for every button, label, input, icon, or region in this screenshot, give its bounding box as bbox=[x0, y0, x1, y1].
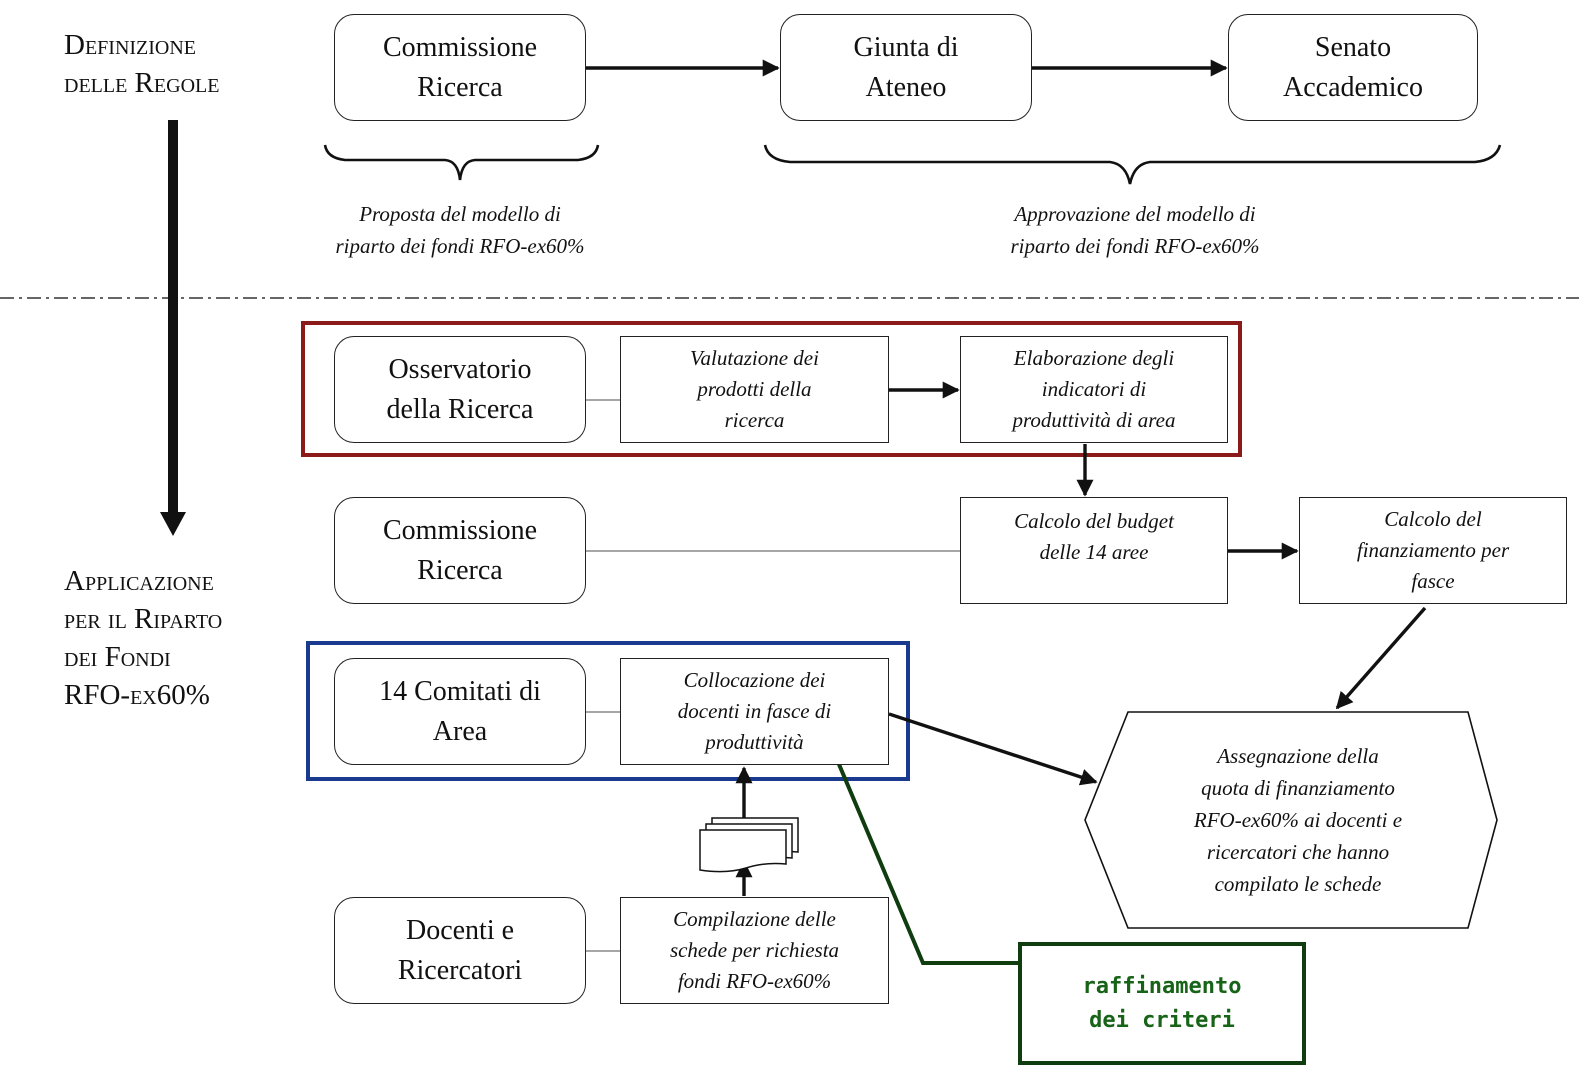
approval-brace bbox=[763, 144, 1502, 185]
callout-raffinamento: raffinamento dei criteri bbox=[1018, 942, 1306, 1065]
commissione-ricerca-box: Commissione Ricerca bbox=[334, 14, 586, 121]
giunta-ateneo-box: Giunta di Ateneo bbox=[780, 14, 1032, 121]
osservatorio-frame bbox=[301, 321, 1242, 457]
documents-icon bbox=[699, 817, 799, 873]
callout-leader bbox=[836, 761, 1018, 965]
assegnazione-text: Assegnazione della quota di finanziament… bbox=[1193, 744, 1403, 896]
valutazione-box: Valutazione dei prodotti della ricerca bbox=[620, 336, 889, 443]
section-definizione-label: Definizione delle Regole bbox=[64, 29, 220, 99]
proposal-caption: Proposta del modello di riparto dei fond… bbox=[335, 202, 585, 258]
collocazione-box: Collocazione dei docenti in fasce di pro… bbox=[620, 658, 889, 765]
senato-accademico-box: Senato Accademico bbox=[1228, 14, 1478, 121]
calcolo-finanziamento-box: Calcolo del finanziamento per fasce bbox=[1299, 497, 1567, 604]
comitati-frame bbox=[306, 641, 910, 781]
section-applicazione-label: Applicazione per il Riparto dei Fondi RF… bbox=[64, 565, 223, 711]
docenti-ricercatori-box: Docenti e Ricercatori bbox=[334, 897, 586, 1004]
arrow-collocazione-assegnazione bbox=[888, 712, 1098, 786]
osservatorio-box: Osservatorio della Ricerca bbox=[334, 336, 586, 443]
arrow-finanziamento-assegnazione bbox=[1335, 606, 1427, 710]
comitati-area-box: 14 Comitati di Area bbox=[334, 658, 586, 765]
approval-caption: Approvazione del modello di riparto dei … bbox=[1010, 202, 1260, 258]
assegnazione-shape bbox=[1084, 711, 1498, 929]
compilazione-box: Compilazione delle schede per richiesta … bbox=[620, 897, 889, 1004]
phase-arrow-head bbox=[160, 512, 186, 536]
proposal-brace bbox=[323, 144, 600, 181]
commissione-ricerca-2-box: Commissione Ricerca bbox=[334, 497, 586, 604]
elaborazione-box: Elaborazione degli indicatori di produtt… bbox=[960, 336, 1228, 443]
calcolo-budget-box: Calcolo del budget delle 14 aree bbox=[960, 497, 1228, 604]
